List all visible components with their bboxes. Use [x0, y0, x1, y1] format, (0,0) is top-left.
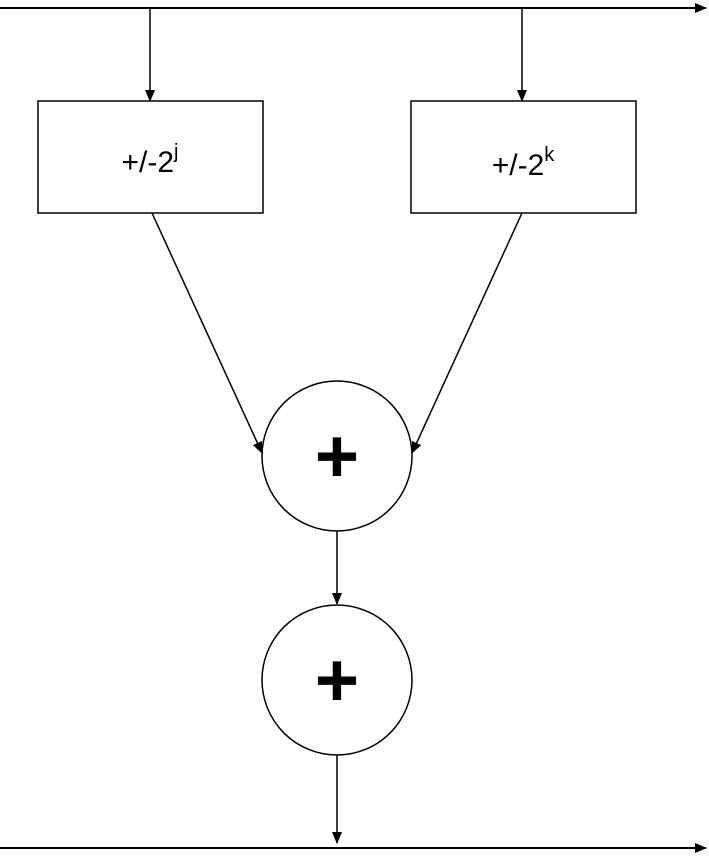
shift-box-left-label: +/-2j [122, 141, 179, 179]
shift-box-left-base: +/-2 [122, 146, 175, 179]
box-right-to-adder-arrow [411, 212, 523, 454]
adder-lower-plus-icon: + [315, 638, 359, 723]
shift-box-right-label: +/-2k [492, 144, 556, 182]
adder-upper: + [261, 380, 413, 532]
shift-box-left-exponent: j [173, 141, 178, 163]
adder-lower: + [261, 604, 413, 756]
adder-upper-plus-icon: + [315, 414, 359, 499]
shift-box-left: +/-2j [37, 100, 264, 214]
shift-box-right-base: +/-2 [492, 149, 545, 182]
shift-box-right-exponent: k [544, 144, 555, 166]
box-left-to-adder-arrow [151, 212, 263, 454]
shift-box-right: +/-2k [410, 100, 637, 214]
